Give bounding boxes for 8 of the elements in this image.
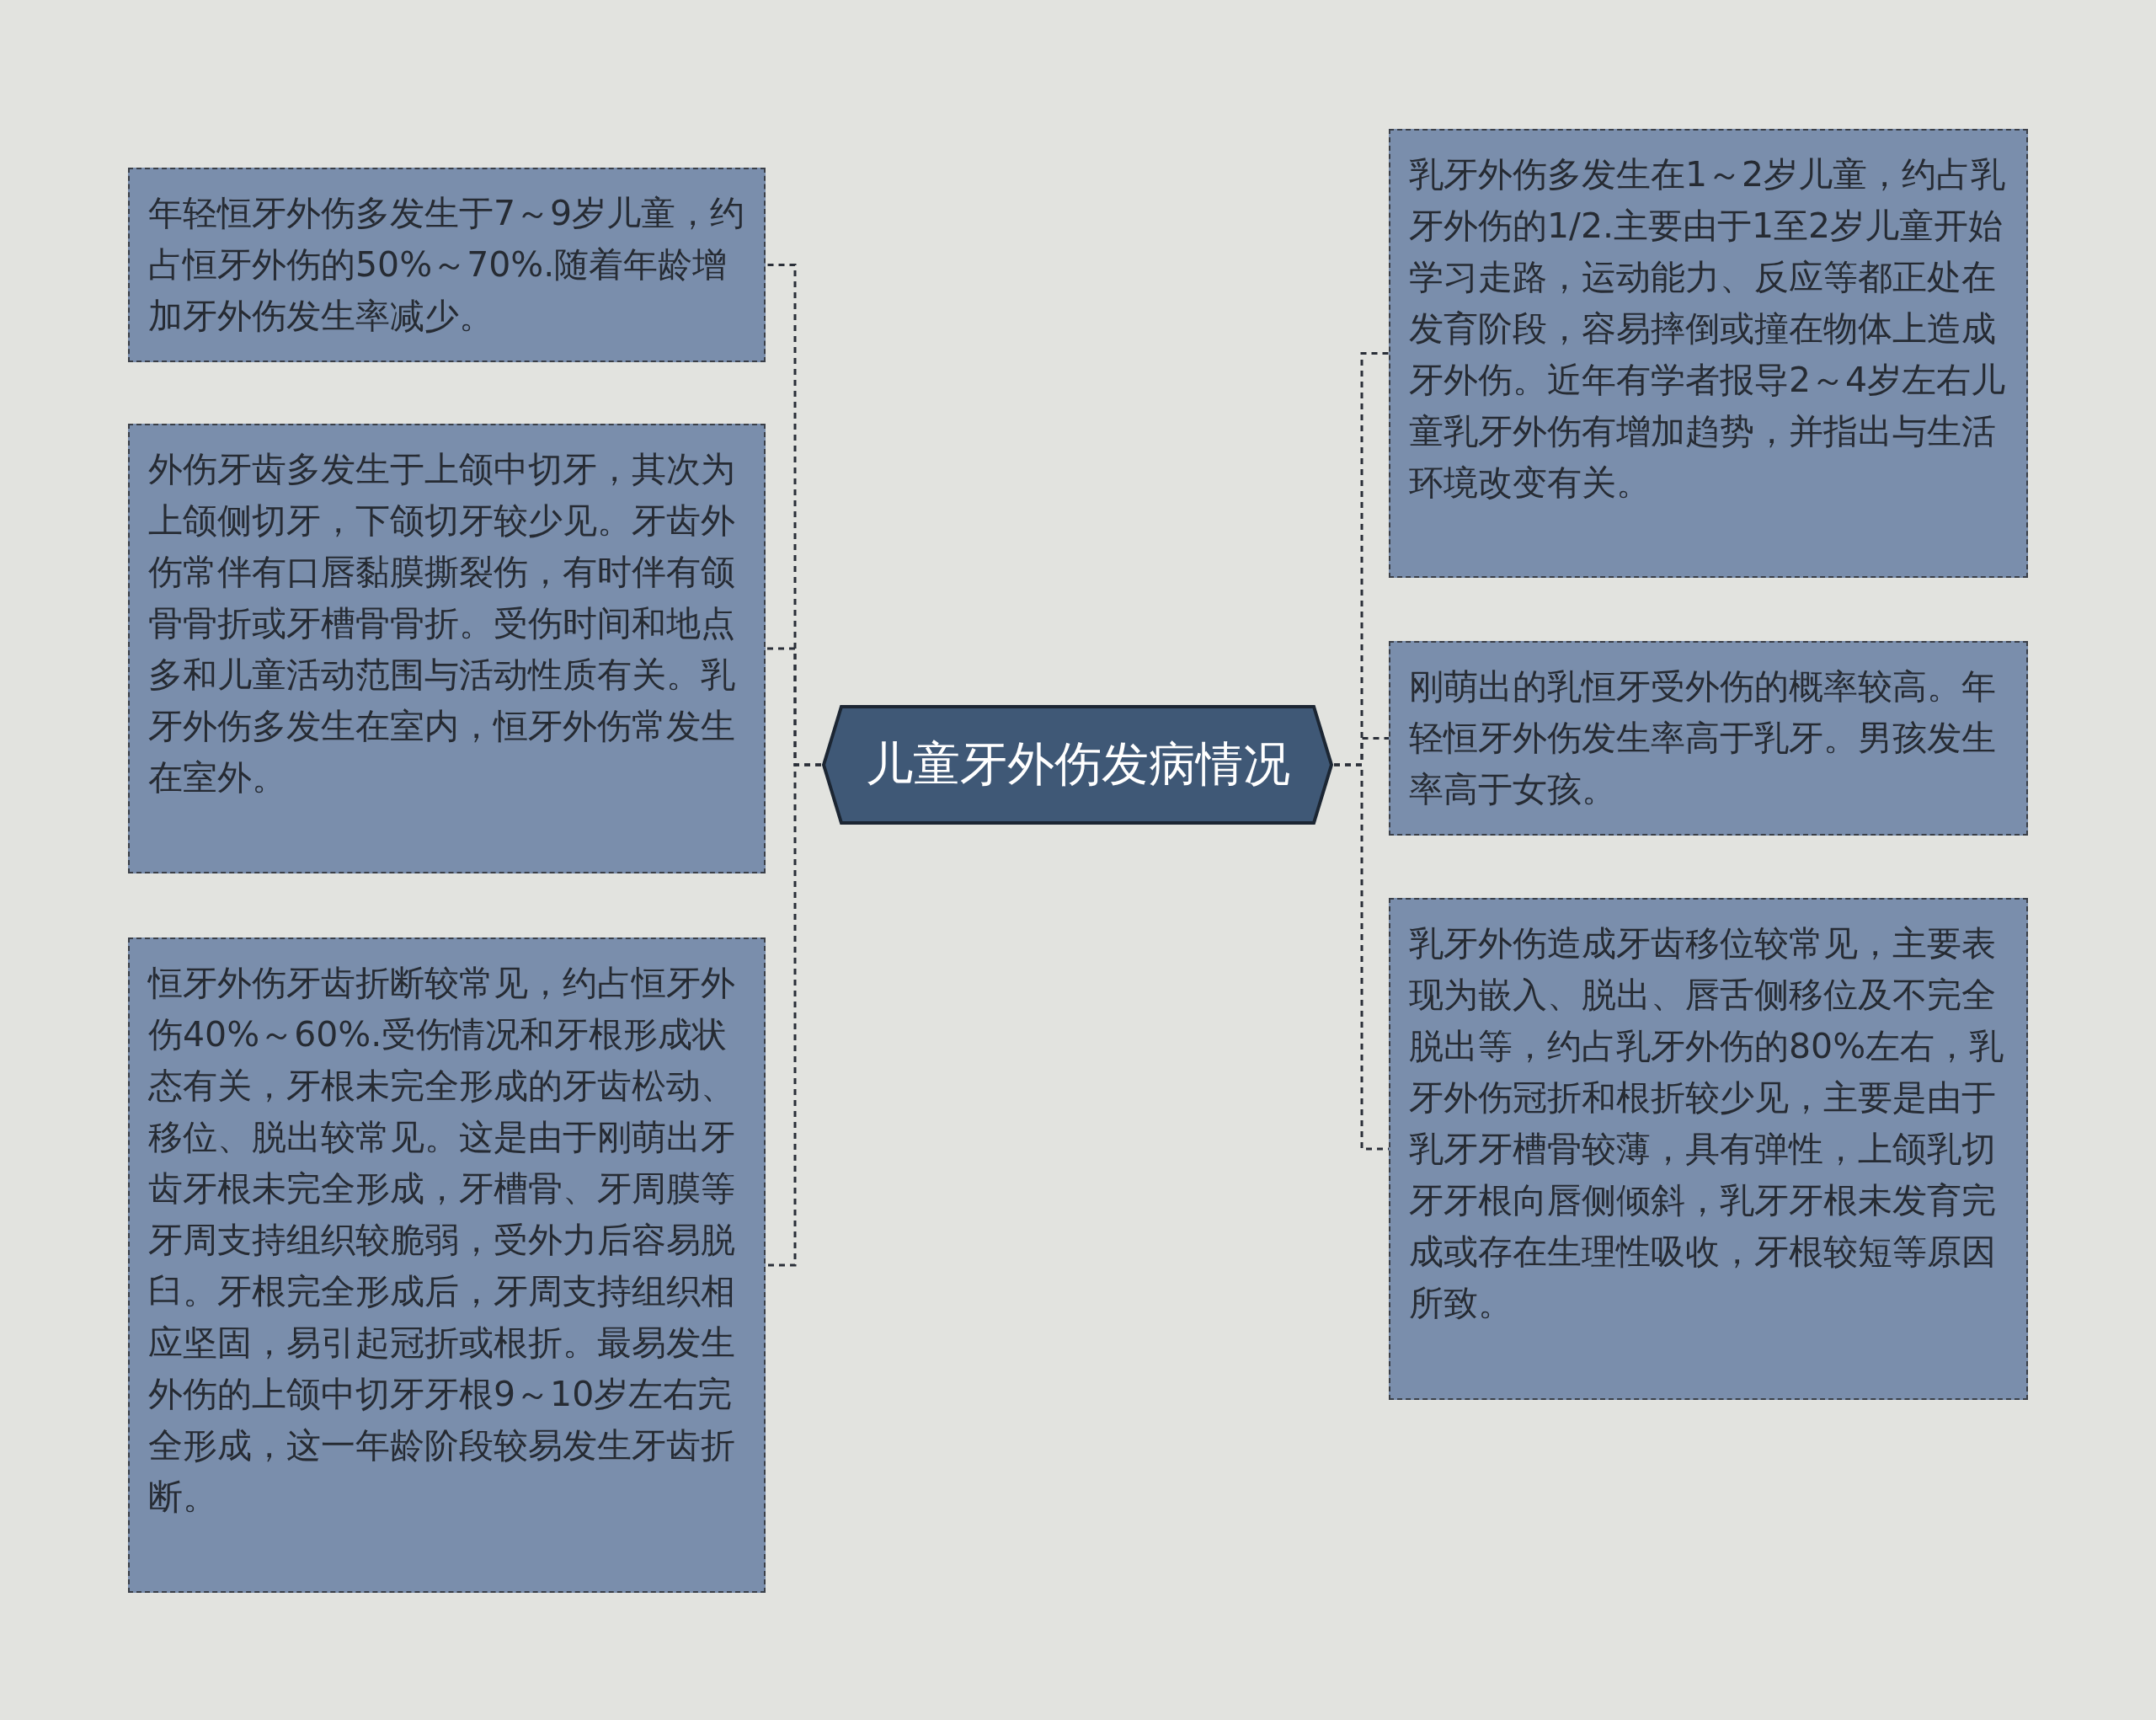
text-box: 年轻恒牙外伤多发生于7～9岁儿童，约占恒牙外伤的50%～70%.随着年龄增加牙外伤发生率减少。 xyxy=(128,168,766,362)
text-box: 乳牙外伤多发生在1～2岁儿童，约占乳牙外伤的1/2.主要由于1至2岁儿童开始学习走路，运动能力、反应等都正处在发育阶段，容易摔倒或撞在物体上造成牙外伤。近年有学者报导2～4岁左右儿童乳牙外伤有增加趋势，并指出与生活环境改变有关。 xyxy=(1389,129,2028,578)
topic-hexagon: 儿童牙外伤发病情况 xyxy=(821,704,1334,825)
text-box: 乳牙外伤造成牙齿移位较常见，主要表现为嵌入、脱出、唇舌侧移位及不完全脱出等，约占乳牙外伤的80%左右，乳牙外伤冠折和根折较少见，主要是由于乳牙牙槽骨较薄，具有弹性，上颌乳切牙牙根向唇侧倾斜，乳牙牙根未发育完成或存在生理性吸收，牙根较短等原因所致。 xyxy=(1389,898,2028,1400)
text-box: 外伤牙齿多发生于上颌中切牙，其次为上颌侧切牙，下颌切牙较少见。牙齿外伤常伴有口唇黏膜撕裂伤，有时伴有颌骨骨折或牙槽骨骨折。受伤时间和地点多和儿童活动范围与活动性质有关。乳牙外伤多发生在室内，恒牙外伤常发生在室外。 xyxy=(128,424,766,873)
text-box: 恒牙外伤牙齿折断较常见，约占恒牙外伤40%～60%.受伤情况和牙根形成状态有关，牙根未完全形成的牙齿松动、移位、脱出较常见。这是由于刚萌出牙齿牙根未完全形成，牙槽骨、牙周膜等牙周支持组织较脆弱，受外力后容易脱臼。牙根完全形成后，牙周支持组织相应坚固，易引起冠折或根折。最易发生外伤的上颌中切牙牙根9～10岁左右完全形成，这一年龄阶段较易发生牙齿折断。 xyxy=(128,937,766,1593)
connector xyxy=(766,763,821,1267)
text-box: 刚萌出的乳恒牙受外伤的概率较高。年轻恒牙外伤发生率高于乳牙。男孩发生率高于女孩。 xyxy=(1389,641,2028,836)
